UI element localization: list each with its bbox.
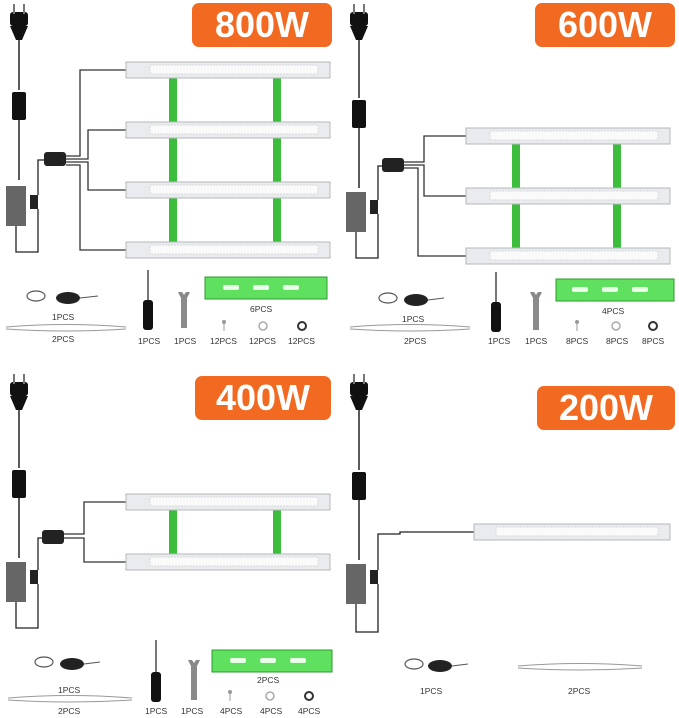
- wrench-icon: [188, 660, 200, 700]
- rope-hanger-icon: [378, 292, 445, 306]
- wattage-badge: 600W: [535, 3, 675, 47]
- nut-icon: [297, 321, 307, 331]
- screwdriver-icon: [151, 640, 161, 702]
- power-plug-icon: [10, 374, 28, 410]
- kit-400w-illustration: [6, 374, 333, 703]
- washer-icon: [258, 321, 268, 331]
- screwdriver-qty-label: 1PCS: [138, 336, 161, 346]
- wrench-qty-label: 1PCS: [525, 336, 548, 346]
- nut-icon: [648, 321, 658, 331]
- switch-icon: [12, 470, 26, 498]
- screw-icon: [228, 690, 232, 701]
- kit-800w: 800W 6PCS 1PCS 2PCS 1PCS 1PCS 12PCS 12PC…: [0, 0, 340, 355]
- screwdriver-icon: [491, 272, 501, 332]
- wattage-badge: 200W: [537, 386, 675, 430]
- rope-qty-label: 2PCS: [58, 706, 81, 716]
- wrench-qty-label: 1PCS: [181, 706, 204, 716]
- power-driver-icon: [6, 186, 26, 226]
- connector-bar: [169, 78, 177, 244]
- screw-icon: [222, 320, 226, 331]
- bar-qty-label: 2PCS: [257, 675, 280, 685]
- screwdriver-qty-label: 1PCS: [488, 336, 511, 346]
- nut-qty-label: 8PCS: [642, 336, 665, 346]
- washer-qty-label: 12PCS: [249, 336, 276, 346]
- hanger-qty-label: 1PCS: [420, 686, 443, 696]
- wrench-icon: [530, 292, 542, 330]
- rope-icon: [7, 695, 133, 703]
- screw-qty-label: 12PCS: [210, 336, 237, 346]
- light-bar: [125, 121, 331, 139]
- rope-icon: [349, 324, 471, 332]
- light-bar: [125, 181, 331, 199]
- power-plug-icon: [10, 4, 28, 40]
- wattage-badge: 400W: [195, 376, 331, 420]
- light-bar: [125, 241, 331, 259]
- mounting-rail-icon: [204, 276, 328, 300]
- light-bar: [473, 523, 671, 541]
- light-bar: [465, 187, 671, 205]
- hanger-qty-label: 1PCS: [402, 314, 425, 324]
- kit-600w: 600W 4PCS 1PCS 2PCS 1PCS 1PCS 8PCS 8PCS …: [340, 0, 679, 355]
- hanger-qty-label: 1PCS: [58, 685, 81, 695]
- light-bar: [465, 127, 671, 145]
- kit-200w-illustration: [346, 374, 671, 672]
- washer-qty-label: 8PCS: [606, 336, 629, 346]
- mounting-rail-icon: [211, 649, 333, 673]
- rope-hanger-icon: [34, 656, 101, 670]
- wrench-qty-label: 1PCS: [174, 336, 197, 346]
- wattage-badge: 800W: [192, 3, 332, 47]
- nut-qty-label: 12PCS: [288, 336, 315, 346]
- rope-hanger-icon: [26, 290, 99, 304]
- wrench-icon: [178, 292, 190, 328]
- connector-bar: [273, 510, 281, 554]
- rope-qty-label: 2PCS: [52, 334, 75, 344]
- rope-icon: [5, 324, 127, 332]
- mounting-rail-icon: [555, 278, 675, 302]
- screwdriver-qty-label: 1PCS: [145, 706, 168, 716]
- power-driver-icon: [346, 192, 366, 232]
- kit-600w-illustration: [346, 4, 675, 332]
- rope-qty-label: 2PCS: [404, 336, 427, 346]
- switch-icon: [352, 100, 366, 128]
- power-driver-icon: [6, 562, 26, 602]
- kit-400w: 400W 2PCS 1PCS 2PCS 1PCS 1PCS 4PCS 4PCS …: [0, 362, 340, 718]
- light-bar: [465, 247, 671, 265]
- screw-icon: [575, 320, 579, 331]
- power-plug-icon: [350, 374, 368, 410]
- bar-qty-label: 4PCS: [602, 306, 625, 316]
- screwdriver-icon: [143, 270, 153, 330]
- nut-qty-label: 4PCS: [298, 706, 321, 716]
- hanger-qty-label: 1PCS: [52, 312, 75, 322]
- power-driver-icon: [346, 564, 366, 604]
- splitter-icon: [382, 158, 404, 172]
- splitter-icon: [42, 530, 64, 544]
- light-bar: [125, 61, 331, 79]
- rope-icon: [517, 663, 643, 671]
- rope-qty-label: 2PCS: [568, 686, 591, 696]
- screw-qty-label: 8PCS: [566, 336, 589, 346]
- splitter-icon: [44, 152, 66, 166]
- switch-icon: [352, 472, 366, 500]
- kit-200w: 200W 1PCS 2PCS: [340, 362, 679, 718]
- bar-qty-label: 6PCS: [250, 304, 273, 314]
- switch-icon: [12, 92, 26, 120]
- power-plug-icon: [350, 4, 368, 40]
- screw-qty-label: 4PCS: [220, 706, 243, 716]
- rope-hanger-icon: [404, 658, 469, 672]
- nut-icon: [304, 691, 314, 701]
- washer-icon: [611, 321, 621, 331]
- washer-qty-label: 4PCS: [260, 706, 283, 716]
- kit-800w-illustration: [5, 4, 331, 332]
- light-bar: [125, 553, 331, 571]
- connector-bar: [273, 78, 281, 244]
- connector-bar: [169, 510, 177, 554]
- light-bar: [125, 493, 331, 511]
- washer-icon: [265, 691, 275, 701]
